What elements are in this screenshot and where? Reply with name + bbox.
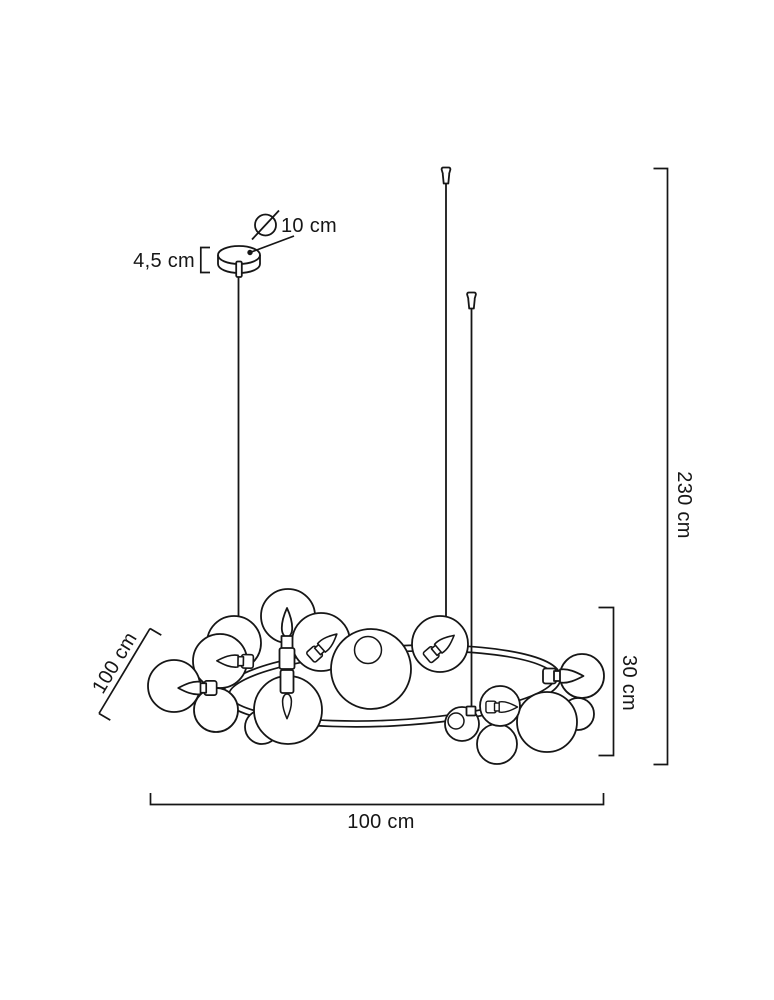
cable-anchor [466,291,477,310]
glass-bubbles [147,612,605,765]
diameter-icon [251,209,280,241]
dimension-label-canopy-height: 4,5 cm [133,250,195,272]
glass-bubble [476,723,518,765]
dimension-label-width: 100 cm [347,811,415,833]
cable-gland [235,260,243,278]
dimension-lines [98,167,669,806]
dimension-label-fixture-height: 30 cm [618,655,640,711]
bulb-socket [280,635,294,650]
cable-anchor [440,166,452,185]
candle-bulbs [177,607,585,720]
inner-bulb [353,635,383,665]
ring-connector [465,705,477,717]
suspension-cables [237,166,477,655]
dimension-label-canopy-diameter: 10 cm [281,215,337,237]
dimension-line-depth [98,627,162,721]
dimension-label-total-height: 230 cm [673,471,695,539]
bulb-socket [279,669,295,694]
leader-line [249,235,295,254]
dimension-line-width [149,793,605,806]
dimension-bracket-canopy-height [199,246,210,274]
inner-bulb [447,712,465,730]
leader-dot [247,249,253,256]
glass-bubble [330,628,412,710]
dimension-bracket-fixture-height [598,606,615,757]
dimension-line-total-height [653,167,669,766]
glass-bubble [516,691,578,753]
bulb-socket [278,647,296,670]
